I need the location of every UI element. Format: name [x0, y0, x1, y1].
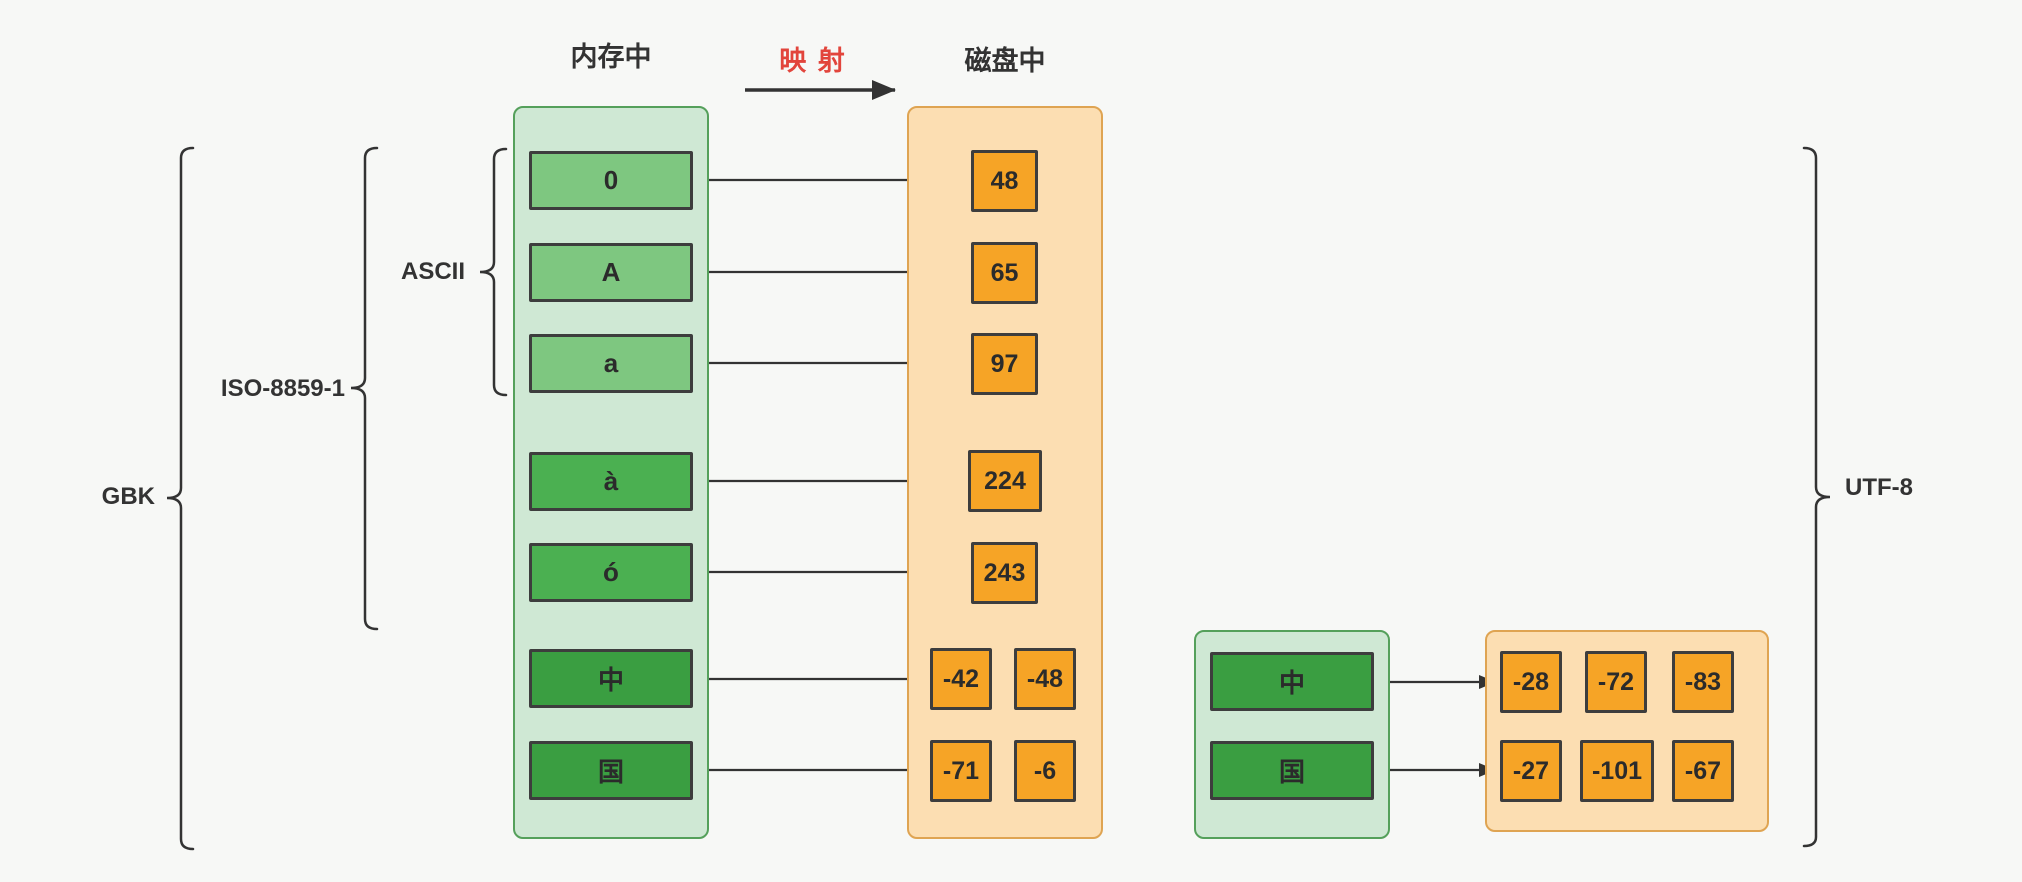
utf8-memory-cell-zhong: 中 — [1210, 652, 1374, 711]
utf8-disk-guo-byte1: -27 — [1500, 740, 1562, 802]
ascii-label: ASCII — [400, 258, 465, 285]
disk-cell-guo-byte1: -71 — [930, 740, 992, 802]
ascii-brace — [479, 147, 508, 397]
gbk-brace — [166, 146, 195, 851]
iso-8859-1-brace — [350, 146, 379, 631]
iso-8859-1-label: ISO-8859-1 — [220, 375, 345, 402]
utf8-label: UTF-8 — [1845, 474, 1913, 501]
utf8-brace — [1802, 146, 1831, 848]
disk-cell-97: 97 — [971, 333, 1038, 395]
utf8-disk-zhong-byte2: -72 — [1585, 651, 1647, 713]
disk-cell-48: 48 — [971, 150, 1038, 212]
memory-cell-oacute: ó — [529, 543, 693, 602]
disk-cell-224: 224 — [968, 450, 1042, 512]
utf8-disk-guo-byte3: -67 — [1672, 740, 1734, 802]
memory-cell-zhong: 中 — [529, 649, 693, 708]
utf8-memory-cell-guo: 国 — [1210, 741, 1374, 800]
disk-cell-243: 243 — [971, 542, 1038, 604]
disk-column-title: 磁盘中 — [964, 46, 1046, 76]
memory-cell-agrave: à — [529, 452, 693, 511]
utf8-disk-guo-byte2: -101 — [1580, 740, 1654, 802]
memory-column-title: 内存中 — [570, 42, 652, 72]
memory-cell-A: A — [529, 243, 693, 302]
disk-cell-zhong-byte2: -48 — [1014, 648, 1076, 710]
memory-cell-guo: 国 — [529, 741, 693, 800]
disk-cell-guo-byte2: -6 — [1014, 740, 1076, 802]
mapping-label: 映 射 — [779, 46, 847, 76]
disk-cell-65: 65 — [971, 242, 1038, 304]
utf8-disk-zhong-byte3: -83 — [1672, 651, 1734, 713]
memory-cell-0: 0 — [529, 151, 693, 210]
gbk-label: GBK — [101, 483, 155, 510]
disk-cell-zhong-byte1: -42 — [930, 648, 992, 710]
utf8-disk-zhong-byte1: -28 — [1500, 651, 1562, 713]
memory-cell-a: a — [529, 334, 693, 393]
